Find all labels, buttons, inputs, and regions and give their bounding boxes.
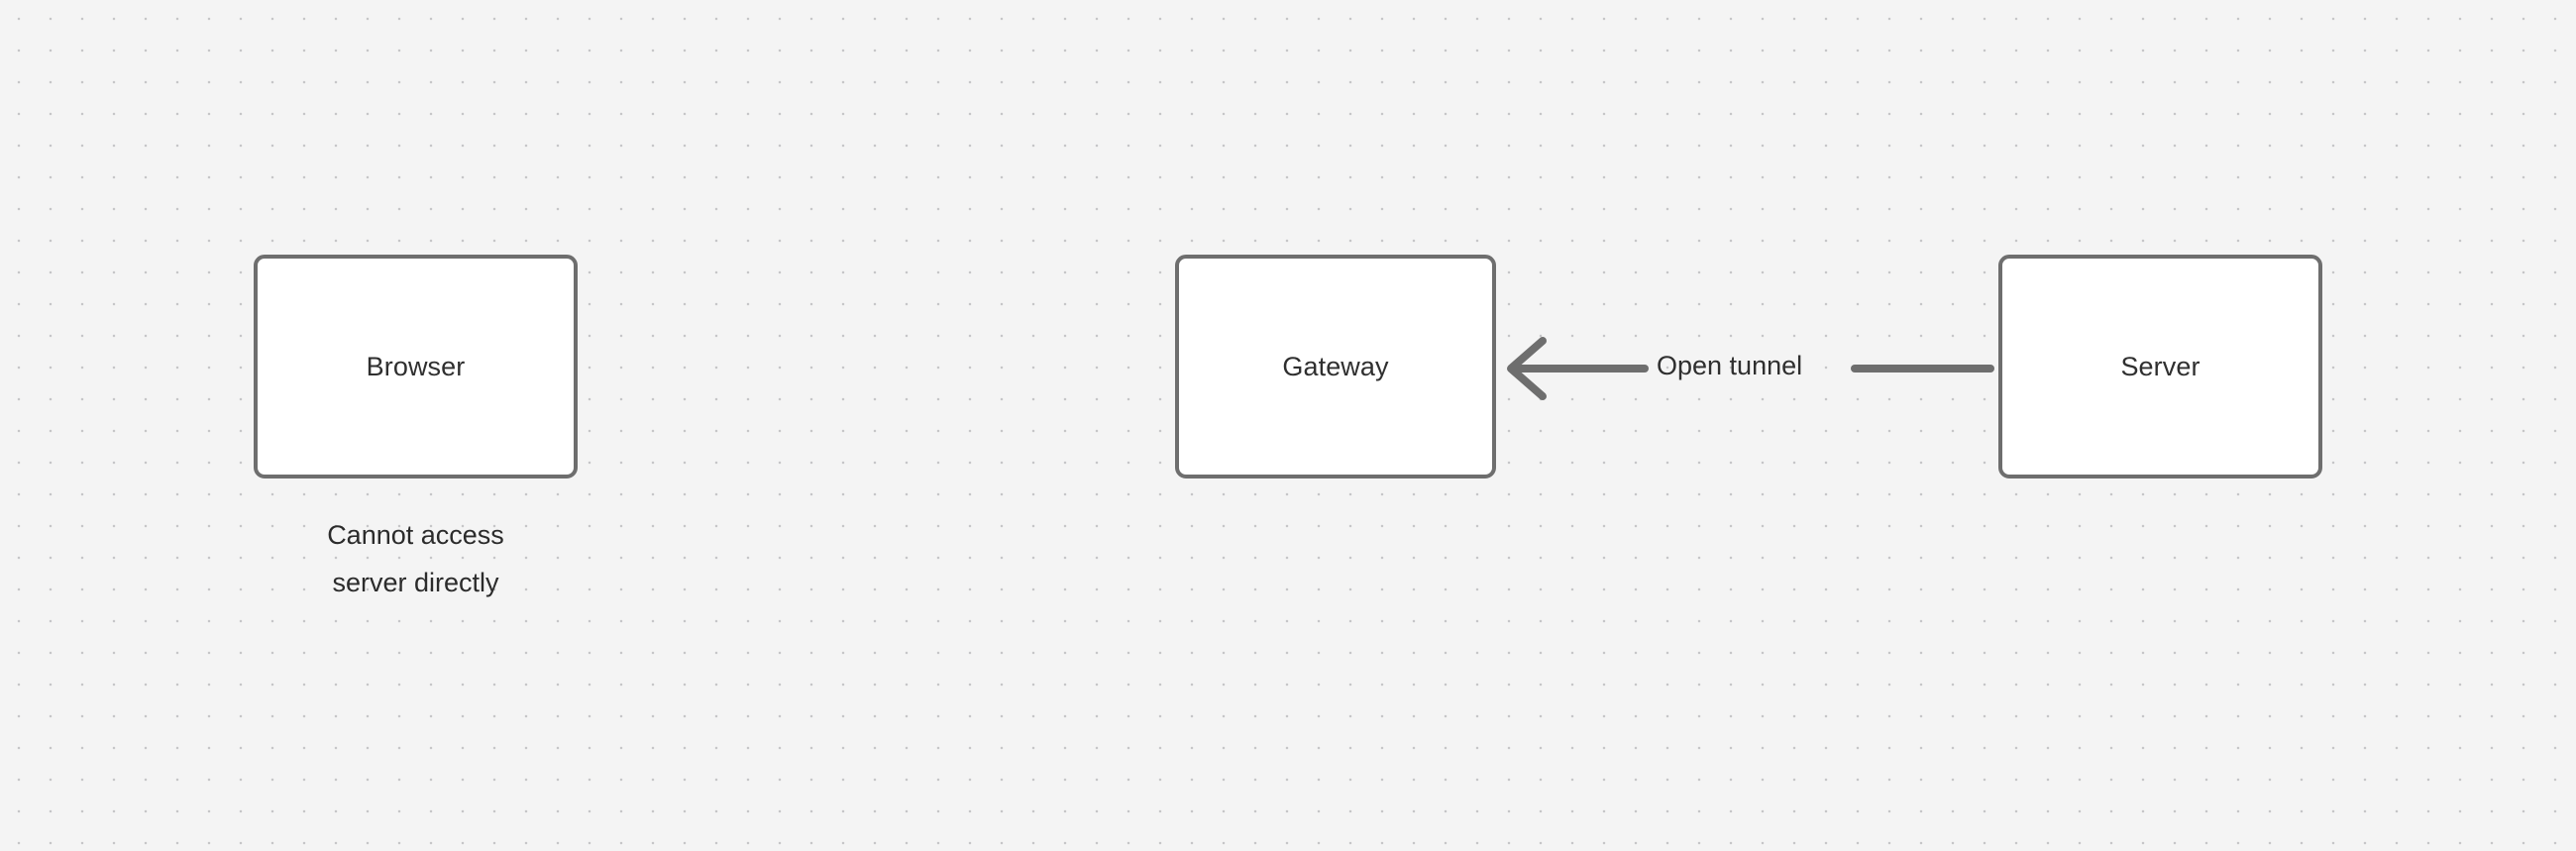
node-gateway-label: Gateway [1282,351,1389,381]
node-gateway[interactable]: Gateway [1175,255,1496,479]
node-server-label: Server [2120,351,2200,381]
node-browser-label: Browser [366,351,466,381]
browser-caption: Cannot access server directly [327,520,504,597]
node-browser[interactable]: Browser [254,255,578,479]
node-server[interactable]: Server [1998,255,2322,479]
edge-label-open-tunnel: Open tunnel [1657,351,1803,380]
arrowhead-left-icon [1507,337,1547,400]
